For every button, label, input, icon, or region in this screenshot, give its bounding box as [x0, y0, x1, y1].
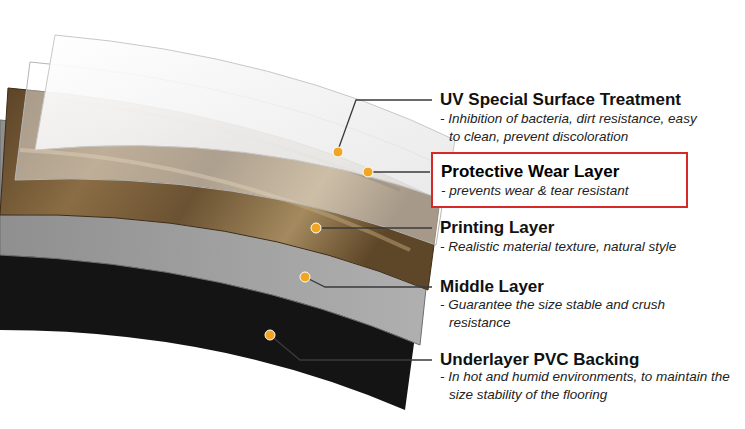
- layer-title: Printing Layer: [440, 218, 554, 238]
- uv-sheet: [35, 35, 455, 200]
- layer-title: Protective Wear Layer: [441, 162, 676, 182]
- layer-title: UV Special Surface Treatment: [440, 90, 681, 110]
- highlight-box: Protective Wear Layer- prevents wear & t…: [431, 152, 688, 208]
- layer-title: Underlayer PVC Backing: [440, 350, 639, 370]
- leader-lines: [270, 100, 432, 360]
- layer-title: Middle Layer: [440, 277, 544, 297]
- layer-description: - prevents wear & tear resistant: [441, 182, 676, 200]
- layer-description: - In hot and humid environments, to main…: [440, 368, 744, 404]
- layer-description: - Realistic material texture, natural st…: [440, 238, 739, 256]
- layer-description: - Inhibition of bacteria, dirt resistanc…: [440, 110, 711, 146]
- layer-description: - Guarantee the size stable and crush re…: [440, 296, 711, 332]
- callout-dots: [265, 147, 373, 340]
